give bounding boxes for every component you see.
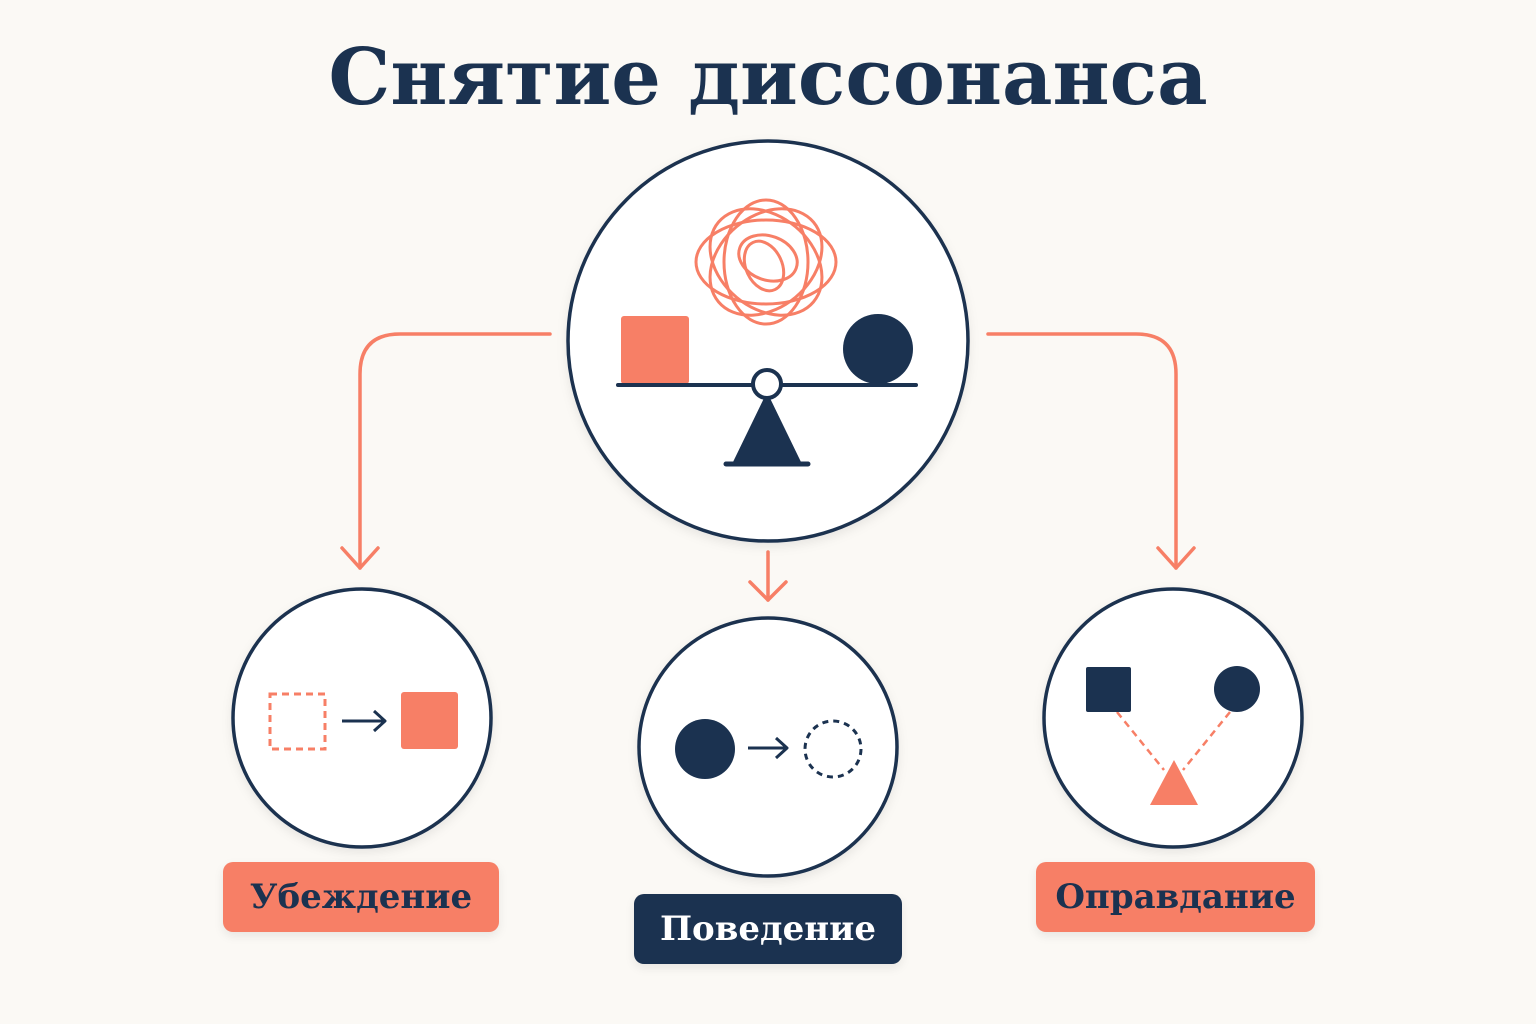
connector-center-arrow [748,550,788,602]
square-circle-triangle-icon [1086,666,1260,805]
center-node [566,139,970,543]
square-icon [621,316,689,384]
circle-icon [843,314,913,384]
tangled-thoughts-icon [694,198,838,326]
behavior-node [637,616,899,878]
page-title: Снятие диссонанса [328,32,1208,123]
justification-label: Оправдание [1036,862,1315,932]
dashed-square-to-solid-square-icon [268,692,458,751]
connector-left-arrow [340,332,552,570]
solid-circle-to-dashed-circle-icon [675,719,863,779]
behavior-label: Поведение [634,894,902,964]
scale-icon [616,368,918,467]
justification-node [1042,587,1304,849]
belief-label: Убеждение [223,862,499,932]
connector-right-arrow [986,332,1196,570]
belief-node [231,587,493,849]
